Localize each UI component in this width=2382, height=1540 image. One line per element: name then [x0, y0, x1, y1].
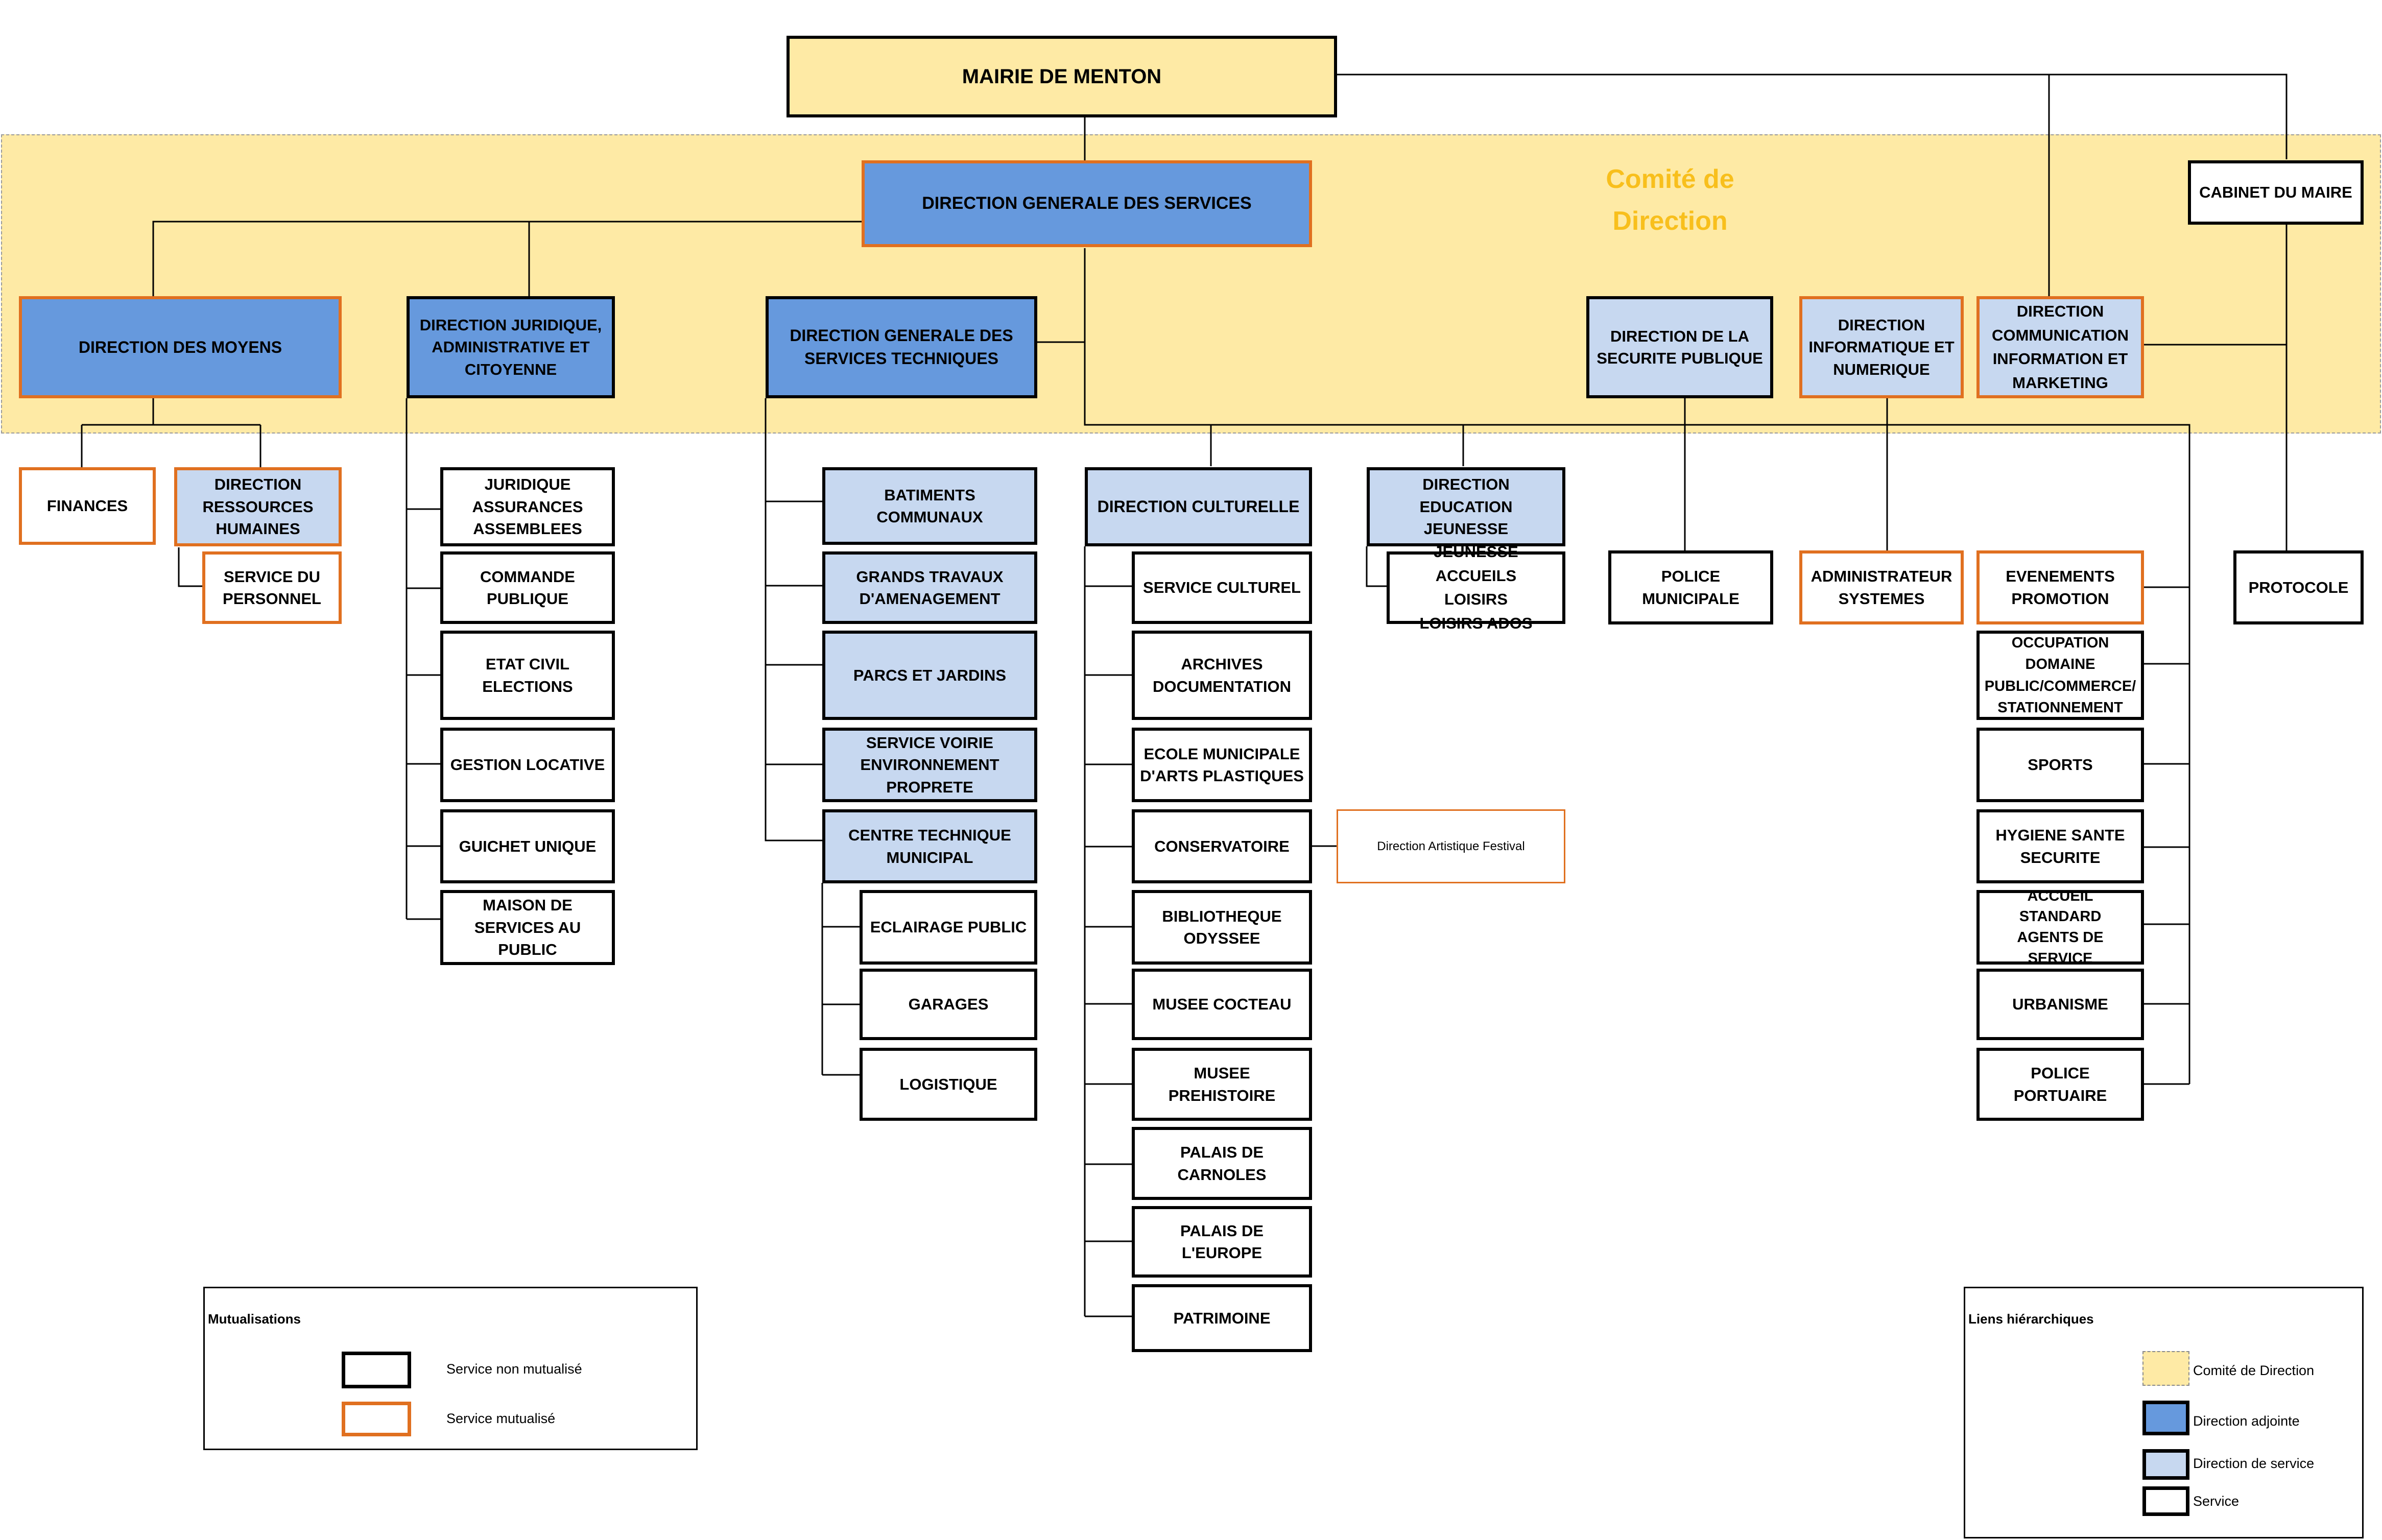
eclairage-box: ECLAIRAGE PUBLIC [860, 890, 1037, 965]
police-municipale-box: POLICE MUNICIPALE [1608, 550, 1773, 624]
hygiene-box: HYGIENE SANTE SECURITE [1976, 809, 2144, 883]
protocole-box: PROTOCOLE [2233, 550, 2364, 624]
direction-communication-box: DIRECTION COMMUNICATION INFORMATION ET M… [1976, 296, 2144, 398]
grands-travaux-box: GRANDS TRAVAUX D'AMENAGEMENT [822, 551, 1037, 624]
direction-culturelle-box: DIRECTION CULTURELLE [1085, 467, 1312, 546]
ecole-arts-box: ECOLE MUNICIPALE D'ARTS PLASTIQUES [1132, 728, 1312, 802]
garages-box: GARAGES [860, 969, 1037, 1040]
jeunesse-box: JEUNESSE ACCUEILS LOISIRS LOISIRS ADOS [1387, 543, 1565, 632]
legend-swatch-non-mutualise [342, 1352, 411, 1388]
drh-box: DIRECTION RESSOURCES HUMAINES [174, 467, 342, 546]
festival-box: Direction Artistique Festival [1337, 809, 1565, 883]
direction-education-box: DIRECTION EDUCATION JEUNESSE [1367, 467, 1565, 546]
legend-mutualisations: Mutualisations Service non mutualisé Ser… [203, 1287, 698, 1450]
musee-cocteau-box: MUSEE COCTEAU [1132, 969, 1312, 1040]
batiments-box: BATIMENTS COMMUNAUX [822, 467, 1037, 545]
legend-swatch-comite [2142, 1351, 2189, 1386]
ctm-box: CENTRE TECHNIQUE MUNICIPAL [822, 809, 1037, 883]
accueil-standard-box: ACCUEIL STANDARD AGENTS DE SERVICE [1976, 888, 2144, 967]
police-portuaire-box: POLICE PORTUAIRE [1976, 1048, 2144, 1121]
legend-text-comite: Comité de Direction [2193, 1363, 2315, 1378]
patrimoine-box: PATRIMOINE [1132, 1284, 1312, 1352]
gestion-locative-box: GESTION LOCATIVE [440, 728, 615, 802]
legend-text-non-mutualise: Service non mutualisé [446, 1361, 582, 1377]
conservatoire-box: CONSERVATOIRE [1132, 809, 1312, 883]
cabinet-box: CABINET DU MAIRE [2188, 160, 2364, 225]
direction-moyens-box: DIRECTION DES MOYENS [19, 296, 342, 398]
service-culturel-box: SERVICE CULTUREL [1132, 551, 1312, 624]
direction-securite-box: DIRECTION DE LA SECURITE PUBLIQUE [1586, 296, 1773, 398]
sports-box: SPORTS [1976, 728, 2144, 802]
palais-carnoles-box: PALAIS DE CARNOLES [1132, 1127, 1312, 1200]
parcs-jardins-box: PARCS ET JARDINS [822, 631, 1037, 720]
occupation-domaine-box: OCCUPATION DOMAINE PUBLIC/COMMERCE/ STAT… [1976, 631, 2144, 720]
logistique-box: LOGISTIQUE [860, 1048, 1037, 1121]
legend-text-mutualise: Service mutualisé [446, 1411, 556, 1426]
legend-swatch-mutualise [342, 1402, 411, 1436]
legend-text-direction-service: Direction de service [2193, 1456, 2315, 1471]
juridique-box: JURIDIQUE ASSURANCES ASSEMBLEES [440, 467, 615, 546]
palais-europe-box: PALAIS DE L'EUROPE [1132, 1206, 1312, 1278]
legend-swatch-direction-service [2142, 1449, 2189, 1480]
dgst-box: DIRECTION GENERALE DES SERVICES TECHNIQU… [766, 296, 1037, 398]
dgs-box: DIRECTION GENERALE DES SERVICES [862, 160, 1312, 247]
legend-hierarchie-title: Liens hiérarchiques [1968, 1311, 2094, 1327]
service-personnel-box: SERVICE DU PERSONNEL [202, 551, 342, 624]
legend-text-direction-adjointe: Direction adjointe [2193, 1413, 2300, 1429]
bibliotheque-box: BIBLIOTHEQUE ODYSSEE [1132, 890, 1312, 965]
guichet-unique-box: GUICHET UNIQUE [440, 809, 615, 883]
voirie-box: SERVICE VOIRIE ENVIRONNEMENT PROPRETE [822, 728, 1037, 802]
legend-text-service: Service [2193, 1494, 2240, 1509]
maison-services-box: MAISON DE SERVICES AU PUBLIC [440, 890, 615, 965]
finances-box: FINANCES [19, 467, 156, 545]
comite-de-direction-label: Comité de Direction [1606, 164, 1734, 236]
legend-swatch-service [2142, 1486, 2189, 1516]
commande-publique-box: COMMANDE PUBLIQUE [440, 551, 615, 624]
legend-swatch-direction-adjointe [2142, 1401, 2189, 1435]
etat-civil-box: ETAT CIVIL ELECTIONS [440, 631, 615, 720]
direction-informatique-box: DIRECTION INFORMATIQUE ET NUMERIQUE [1799, 296, 1964, 398]
legend-mutualisations-title: Mutualisations [208, 1311, 301, 1327]
mairie-box: MAIRIE DE MENTON [787, 36, 1337, 117]
administrateur-systemes-box: ADMINISTRATEUR SYSTEMES [1799, 550, 1964, 624]
evenements-box: EVENEMENTS PROMOTION [1976, 550, 2144, 624]
archives-box: ARCHIVES DOCUMENTATION [1132, 631, 1312, 720]
direction-juridique-box: DIRECTION JURIDIQUE, ADMINISTRATIVE ET C… [407, 296, 615, 398]
urbanisme-box: URBANISME [1976, 969, 2144, 1040]
musee-prehistoire-box: MUSEE PREHISTOIRE [1132, 1048, 1312, 1121]
legend-hierarchie: Liens hiérarchiques Comité de Direction … [1964, 1287, 2364, 1538]
